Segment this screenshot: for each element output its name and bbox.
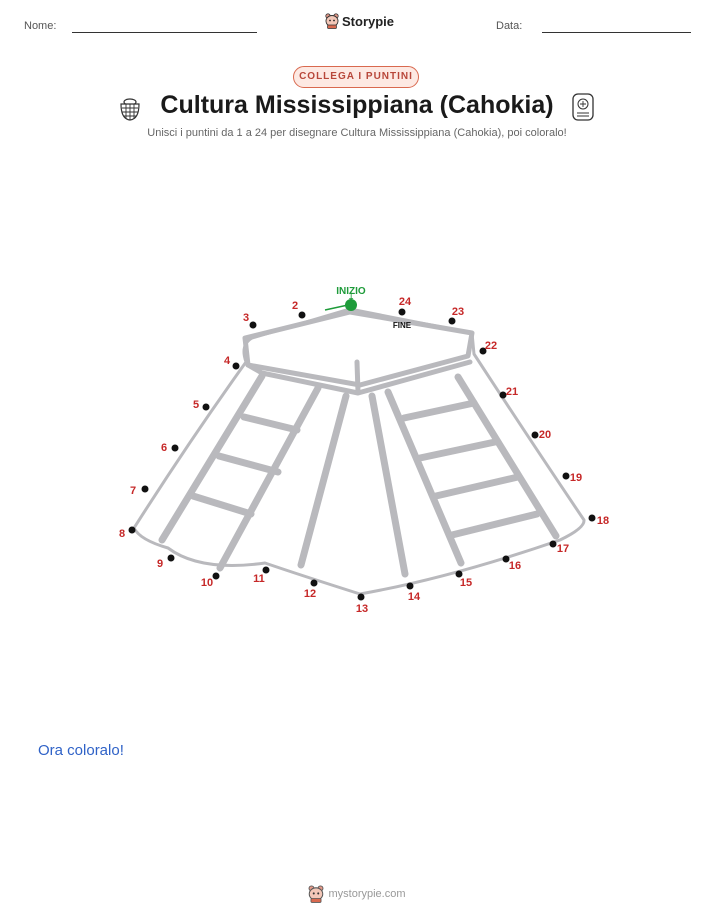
dot-label-24: 24	[399, 296, 412, 308]
dot-label-23: 23	[452, 306, 464, 318]
start-dot[interactable]	[345, 299, 357, 311]
dot-label-19: 19	[570, 472, 582, 484]
dot-18[interactable]	[588, 514, 596, 522]
dot-label-11: 11	[253, 573, 265, 585]
dot-label-2: 2	[292, 300, 298, 312]
name-label: Nome:	[24, 20, 57, 32]
instructions: Unisci i puntini da 1 a 24 per disegnare…	[147, 127, 567, 139]
dot-6[interactable]	[171, 444, 179, 452]
end-label: FINE	[393, 321, 412, 330]
dot-13[interactable]	[357, 593, 365, 601]
dot-label-8: 8	[119, 528, 125, 540]
logo-text: Storypie	[342, 13, 395, 29]
start-label: INIZIO	[336, 286, 366, 297]
footer-url[interactable]: mystorypie.com	[328, 888, 406, 900]
storypie-mascot-icon	[325, 13, 339, 29]
dot-label-5: 5	[193, 399, 199, 411]
basket-icon	[120, 98, 140, 121]
dot-16[interactable]	[502, 555, 510, 563]
page-title: Cultura Mississippiana (Cahokia)	[160, 91, 554, 119]
dot-3[interactable]	[249, 321, 257, 329]
dot-14[interactable]	[406, 582, 414, 590]
dot-label-6: 6	[161, 442, 167, 454]
date-label: Data:	[496, 20, 523, 32]
dot-label-17: 17	[557, 543, 569, 555]
footer: mystorypie.com	[0, 885, 714, 903]
dot-2[interactable]	[298, 311, 306, 319]
dot-label-12: 12	[304, 588, 316, 600]
dot-label-16: 16	[509, 560, 521, 572]
storypie-logo: Storypie	[325, 13, 394, 29]
dot-11[interactable]	[262, 566, 270, 574]
dot-label-21: 21	[506, 386, 518, 398]
dot-15[interactable]	[455, 570, 463, 578]
dot-24[interactable]	[398, 308, 406, 316]
dot-17[interactable]	[549, 540, 557, 548]
color-prompt: Ora coloralo!	[38, 742, 124, 759]
activity-badge: COLLEGA I PUNTINI	[293, 66, 419, 88]
dot-5[interactable]	[202, 403, 210, 411]
dot-9[interactable]	[167, 554, 175, 562]
storypie-mascot-icon	[309, 885, 324, 903]
dot-label-3: 3	[243, 312, 249, 324]
dot-10[interactable]	[212, 572, 220, 580]
name-line[interactable]	[72, 32, 257, 33]
dot-label-18: 18	[597, 515, 609, 527]
dot-label-15: 15	[460, 577, 472, 589]
dot-label-22: 22	[485, 340, 497, 352]
dot-label-1: 1	[348, 291, 353, 301]
mound-outline	[132, 307, 586, 596]
carved-tablet-icon	[572, 93, 594, 121]
dot-label-20: 20	[539, 429, 551, 441]
dot-label-13: 13	[356, 603, 368, 615]
dot-19[interactable]	[562, 472, 570, 480]
dot-label-10: 10	[201, 577, 213, 589]
dot-8[interactable]	[128, 526, 136, 534]
dot-20[interactable]	[531, 431, 539, 439]
dot-23[interactable]	[448, 317, 456, 325]
date-line[interactable]	[542, 32, 691, 33]
dot-7[interactable]	[141, 485, 149, 493]
dot-12[interactable]	[310, 579, 318, 587]
dot-label-7: 7	[130, 485, 136, 497]
dot-label-14: 14	[408, 591, 421, 603]
start-arrow	[324, 304, 349, 311]
dot-22[interactable]	[479, 347, 487, 355]
dot-21[interactable]	[499, 391, 507, 399]
dot-4[interactable]	[232, 362, 240, 370]
dot-label-4: 4	[224, 355, 231, 367]
dot-label-9: 9	[157, 558, 163, 570]
